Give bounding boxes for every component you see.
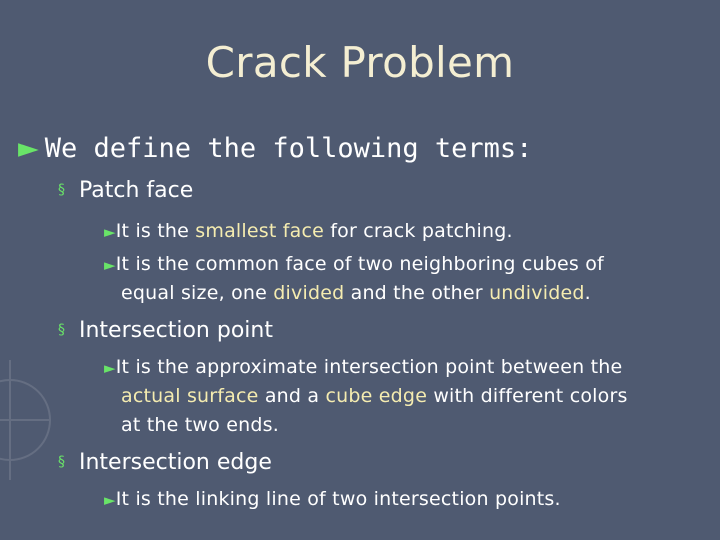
subbullet-intersection-point: § Intersection point bbox=[58, 318, 273, 343]
item-intersection-edge-1: ►It is the linking line of two intersect… bbox=[104, 488, 561, 510]
item-intersection-point-1: ►It is the approximate intersection poin… bbox=[104, 356, 623, 378]
item-intersection-point-1-cont2: at the two ends. bbox=[121, 414, 279, 436]
subbullet-intersection-edge: § Intersection edge bbox=[58, 450, 272, 475]
highlight-text: cube edge bbox=[325, 385, 428, 407]
slide-title: Crack Problem bbox=[205, 38, 515, 87]
highlight-text: divided bbox=[273, 282, 345, 304]
highlight-text: undivided bbox=[489, 282, 585, 304]
highlight-text: actual surface bbox=[121, 385, 259, 407]
arrow-bullet-icon: ► bbox=[104, 256, 116, 274]
arrow-bullet-icon: ► bbox=[104, 359, 116, 377]
item-patch-face-2: ►It is the common face of two neighborin… bbox=[104, 253, 604, 275]
subbullet-label: Intersection point bbox=[79, 318, 273, 343]
item-intersection-point-1-cont1: actual surface and a cube edge with diff… bbox=[121, 385, 628, 407]
square-bullet-icon: § bbox=[58, 454, 65, 470]
item-patch-face-2-cont: equal size, one divided and the other un… bbox=[121, 282, 591, 304]
subbullet-label: Intersection edge bbox=[79, 450, 272, 475]
main-bullet-text: We define the following terms: bbox=[44, 133, 533, 164]
subbullet-label: Patch face bbox=[79, 178, 194, 203]
highlight-text: smallest face bbox=[195, 220, 325, 242]
subbullet-patch-face: § Patch face bbox=[58, 178, 193, 203]
square-bullet-icon: § bbox=[58, 182, 65, 198]
compass-decoration bbox=[0, 360, 51, 480]
item-patch-face-1: ►It is the smallest face for crack patch… bbox=[104, 220, 513, 242]
arrow-bullet-icon: ► bbox=[18, 133, 39, 164]
main-bullet: ►We define the following terms: bbox=[18, 133, 532, 164]
square-bullet-icon: § bbox=[58, 322, 65, 338]
arrow-bullet-icon: ► bbox=[104, 223, 116, 241]
arrow-bullet-icon: ► bbox=[104, 491, 116, 509]
